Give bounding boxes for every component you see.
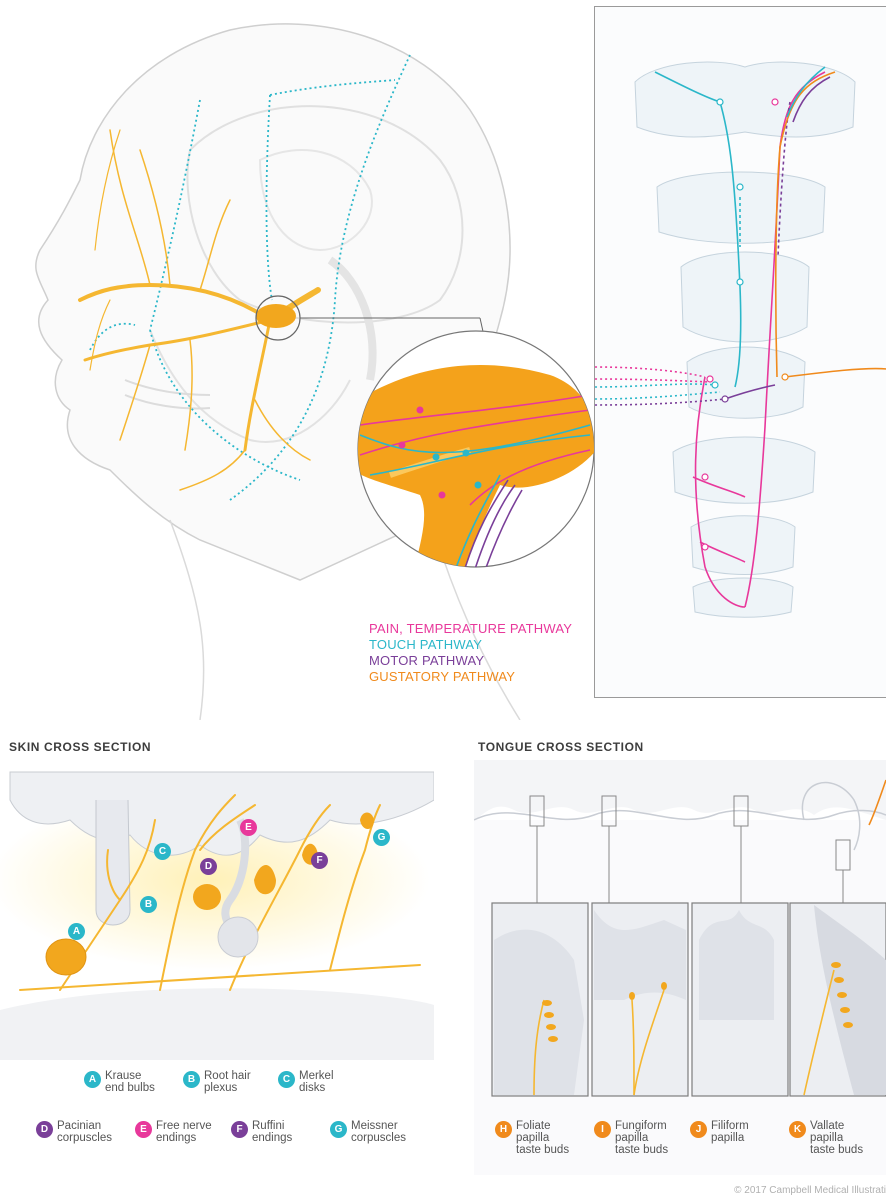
tongue-key-k-label: Vallate papilla taste buds — [810, 1120, 863, 1156]
tongue-key-j: J Filiform papilla — [690, 1120, 749, 1144]
skin-key-b-badge: B — [183, 1071, 200, 1088]
skin-marker-e: E — [240, 819, 257, 836]
skin-panel: A B C D E F G — [0, 760, 434, 1175]
legend-pain: PAIN, TEMPERATURE PATHWAY — [369, 621, 572, 636]
skin-key-e: E Free nerve endings — [135, 1120, 212, 1144]
legend-motor: MOTOR PATHWAY — [369, 653, 484, 668]
brainstem-slices — [595, 7, 886, 697]
tongue-key-j-label: Filiform papilla — [711, 1120, 749, 1144]
skin-section-title: SKIN CROSS SECTION — [9, 740, 151, 754]
tongue-key-j-badge: J — [690, 1121, 707, 1138]
skin-key-a-label: Krause end bulbs — [105, 1070, 155, 1094]
skin-illustration — [0, 760, 434, 1060]
skin-key-g: G Meissner corpuscles — [330, 1120, 406, 1144]
skin-key-a-badge: A — [84, 1071, 101, 1088]
tongue-section-title: TONGUE CROSS SECTION — [478, 740, 644, 754]
tongue-key-i-label: Fungiform papilla taste buds — [615, 1120, 668, 1156]
legend-touch: TOUCH PATHWAY — [369, 637, 482, 652]
skin-key-c: C Merkel disks — [278, 1070, 334, 1094]
skin-key-b-label: Root hair plexus — [204, 1070, 251, 1094]
skin-key-d-badge: D — [36, 1121, 53, 1138]
tongue-key-k: K Vallate papilla taste buds — [789, 1120, 863, 1156]
skin-key-e-label: Free nerve endings — [156, 1120, 212, 1144]
skin-key-c-badge: C — [278, 1071, 295, 1088]
skin-key-b: B Root hair plexus — [183, 1070, 251, 1094]
skin-marker-c: C — [154, 843, 171, 860]
tongue-key-h-badge: H — [495, 1121, 512, 1138]
skin-key-f: F Ruffini endings — [231, 1120, 292, 1144]
skin-marker-f: F — [311, 852, 328, 869]
skin-marker-a: A — [68, 923, 85, 940]
skin-marker-d: D — [200, 858, 217, 875]
tongue-illustration — [474, 760, 886, 1175]
brainstem-panel — [594, 6, 886, 698]
tongue-key-h-label: Foliate papilla taste buds — [516, 1120, 569, 1156]
skin-key-d-label: Pacinian corpuscles — [57, 1120, 112, 1144]
tongue-key-i: I Fungiform papilla taste buds — [594, 1120, 668, 1156]
tongue-key-h: H Foliate papilla taste buds — [495, 1120, 569, 1156]
ganglion-zoom — [350, 325, 600, 575]
skin-key-g-label: Meissner corpuscles — [351, 1120, 406, 1144]
skin-marker-g: G — [373, 829, 390, 846]
tongue-key-k-badge: K — [789, 1121, 806, 1138]
skin-key-c-label: Merkel disks — [299, 1070, 334, 1094]
skin-marker-b: B — [140, 896, 157, 913]
skin-key-g-badge: G — [330, 1121, 347, 1138]
skin-key-e-badge: E — [135, 1121, 152, 1138]
skin-key-f-label: Ruffini endings — [252, 1120, 292, 1144]
tongue-key-i-badge: I — [594, 1121, 611, 1138]
copyright-text: © 2017 Campbell Medical Illustrati — [734, 1185, 886, 1196]
tongue-panel — [474, 760, 886, 1175]
skin-key-a: A Krause end bulbs — [84, 1070, 155, 1094]
skin-key-f-badge: F — [231, 1121, 248, 1138]
skin-key-d: D Pacinian corpuscles — [36, 1120, 112, 1144]
legend-gustatory: GUSTATORY PATHWAY — [369, 669, 515, 684]
